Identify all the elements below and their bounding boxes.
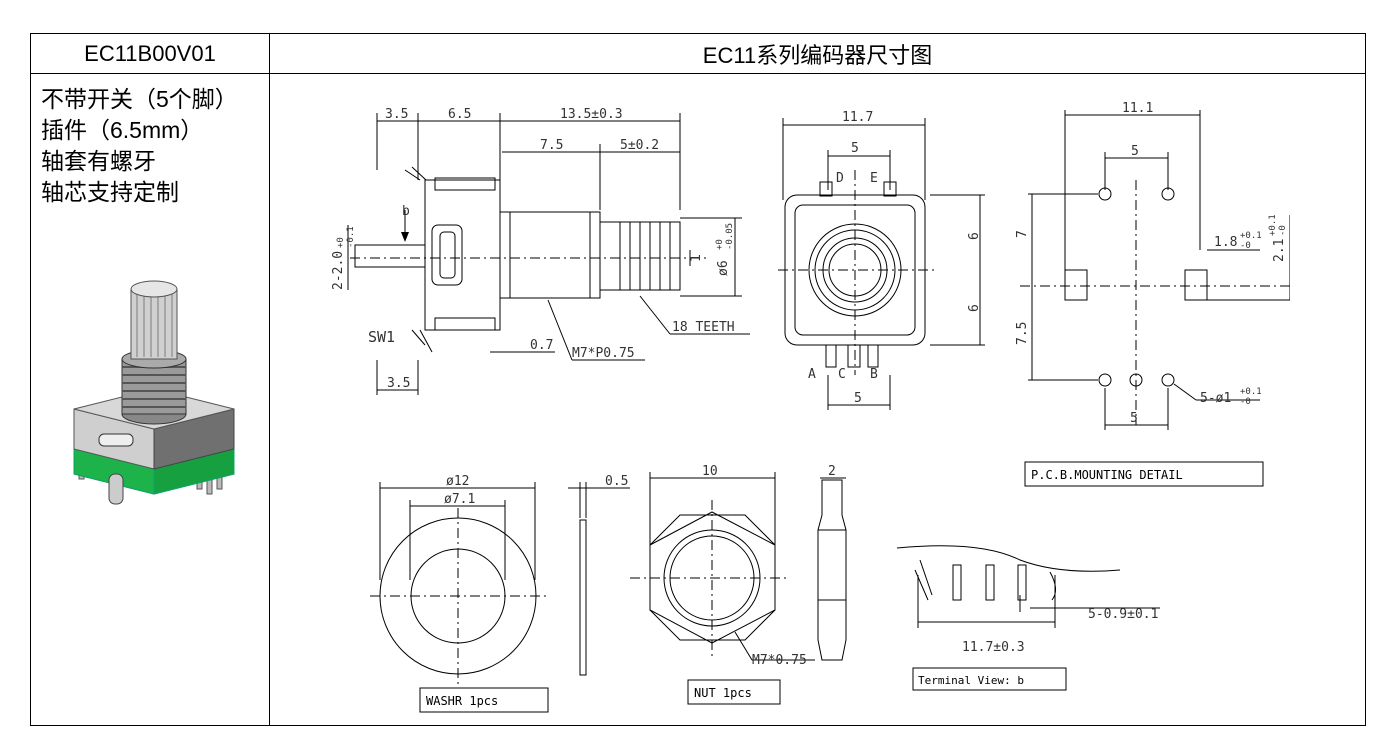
pcb-dim-holes: 5-ø1 (1200, 391, 1231, 406)
dim-13-5: 13.5±0.3 (560, 107, 623, 122)
pin-label-e: E (870, 171, 878, 186)
encoder-product-image (73, 280, 235, 505)
label-thread: M7*P0.75 (572, 346, 635, 361)
front-dim-6-upper: 6 (967, 232, 982, 240)
dim-phi6-tol-dn: -0.05 (725, 223, 735, 250)
dim-2-0: 2-2.0 (331, 251, 346, 290)
dim-6-5: 6.5 (448, 107, 471, 122)
pcb-label: P.C.B.MOUNTING DETAIL (1031, 468, 1183, 482)
nut-view (630, 472, 847, 705)
pcb-dim-1-8-tol-dn: -0 (1240, 241, 1251, 251)
pcb-dim-5-bottom: 5 (1130, 411, 1138, 426)
feature-item: 轴芯支持定制 (41, 179, 179, 205)
nut-label-thread: M7*0.75 (752, 653, 807, 668)
pcb-dim-holes-tol-up: +0.1 (1240, 387, 1262, 397)
pcb-dim-1-8-tol-up: +0.1 (1240, 231, 1262, 241)
spec-table: EC11B00V01 EC11系列编码器尺寸图 不带开关（5个脚） 插件（6.5… (30, 33, 1366, 726)
dim-5-0-2: 5±0.2 (620, 138, 659, 153)
feature-item: 插件（6.5mm） (41, 117, 204, 143)
pcb-dim-1-8: 1.8 (1214, 235, 1237, 250)
front-dim-11-7: 11.7 (842, 110, 873, 125)
model-number: EC11B00V01 (84, 40, 216, 66)
pin-label-a: A (808, 367, 816, 382)
dimension-drawing: 3.5 6.5 13.5±0.3 7.5 5±0.2 b 2-2.0 +0 -0… (331, 101, 1290, 713)
washer-view (370, 482, 630, 713)
dim-3-5-top: 3.5 (385, 107, 408, 122)
dim-0-7: 0.7 (530, 338, 553, 353)
feature-item: 不带开关（5个脚） (41, 86, 238, 112)
pcb-dim-2-1-tol-dn: -0 (1278, 225, 1288, 236)
front-dim-5-top: 5 (851, 141, 859, 156)
terminal-label: Terminal View: b (918, 674, 1024, 687)
dim-b: b (402, 204, 410, 219)
dim-phi6: ø6 (716, 260, 731, 276)
pcb-dim-7: 7 (1015, 230, 1030, 238)
pcb-dim-2-1: 2.1 (1272, 239, 1287, 262)
drawing-title: EC11系列编码器尺寸图 (702, 42, 933, 68)
dim-3-5-bottom: 3.5 (387, 376, 410, 391)
dim-phi6-tol-up: +0 (715, 239, 725, 250)
feature-list: 不带开关（5个脚） 插件（6.5mm） 轴套有螺牙 轴芯支持定制 (41, 84, 238, 208)
pcb-dim-11-1: 11.1 (1122, 101, 1153, 116)
front-dim-6-lower: 6 (967, 304, 982, 312)
pin-label-b: B (870, 367, 878, 382)
table-divider-vertical (269, 34, 270, 725)
terminal-view (896, 545, 1160, 691)
front-dim-5-bottom: 5 (854, 391, 862, 406)
washer-label: WASHR 1pcs (426, 694, 498, 708)
side-view (347, 113, 750, 395)
terminal-dim-width: 11.7±0.3 (962, 640, 1025, 655)
pcb-mounting-detail (1020, 110, 1290, 487)
dim-1: 1 (689, 254, 704, 262)
washer-dim-thickness: 0.5 (605, 474, 628, 489)
feature-item: 轴套有螺牙 (41, 148, 156, 174)
washer-dim-outer: ø12 (446, 474, 469, 489)
dim-7-5: 7.5 (540, 138, 563, 153)
label-sw1: SW1 (368, 328, 395, 346)
label-teeth: 18 TEETH (672, 320, 735, 335)
pin-label-c: C (838, 367, 846, 382)
nut-label: NUT 1pcs (694, 686, 752, 700)
dim-2-0-tol-dn: -0.1 (346, 226, 356, 248)
pcb-dim-holes-tol-dn: -0 (1240, 397, 1251, 407)
nut-dim-thickness: 2 (828, 464, 836, 479)
terminal-dim-pins: 5-0.9±0.1 (1088, 607, 1158, 622)
pcb-dim-5-top: 5 (1131, 144, 1139, 159)
pcb-dim-2-1-tol-up: +0.1 (1268, 214, 1278, 236)
front-view (778, 118, 985, 410)
nut-dim-width: 10 (702, 464, 718, 479)
pin-label-d: D (836, 171, 844, 186)
washer-dim-inner: ø7.1 (444, 492, 475, 507)
pcb-dim-7-5: 7.5 (1015, 322, 1030, 345)
table-divider-horizontal (31, 73, 1365, 74)
dim-2-0-tol-up: +0 (336, 237, 346, 248)
